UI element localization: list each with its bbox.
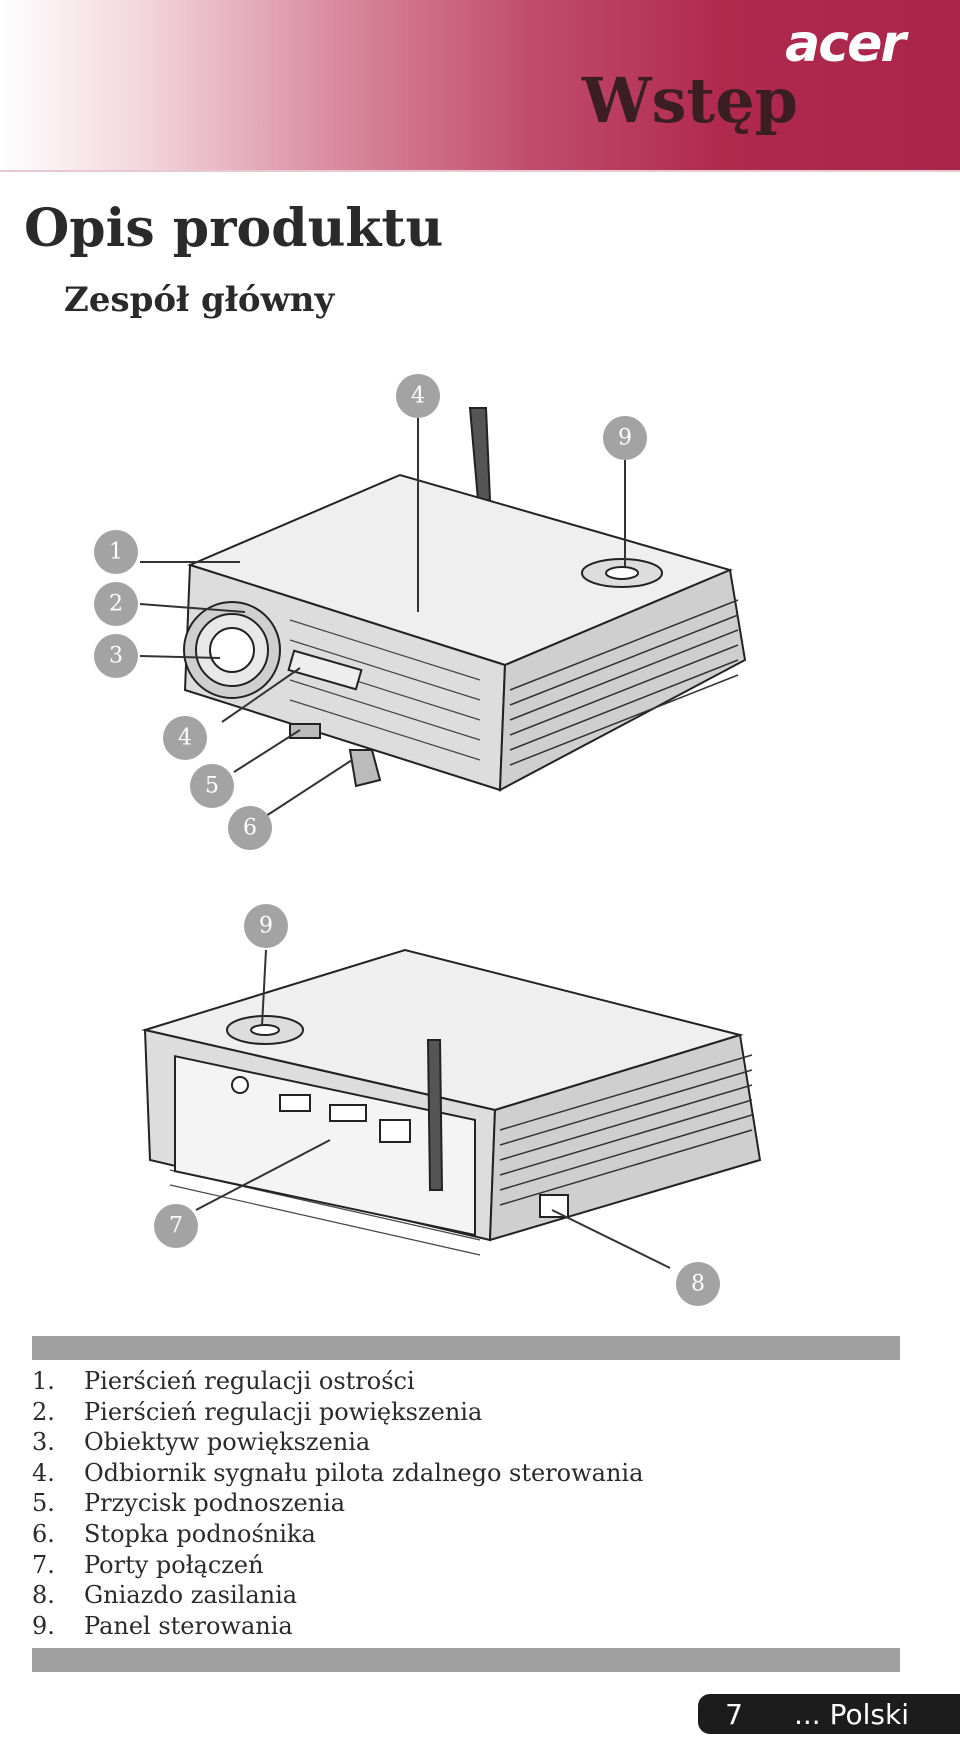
legend-item: 9.Panel sterowania — [32, 1611, 293, 1640]
svg-text:6: 6 — [243, 816, 257, 841]
svg-text:4: 4 — [178, 726, 192, 751]
power-socket — [539, 1194, 569, 1218]
projector-front-view — [183, 407, 747, 792]
callout-6: 6 — [228, 806, 272, 850]
ir-receiver — [287, 649, 363, 691]
svg-text:5: 5 — [205, 774, 219, 799]
parts-legend: 1.Pierścień regulacji ostrości 2.Pierści… — [32, 1366, 643, 1641]
elevator-foot — [348, 749, 382, 788]
svg-text:1: 1 — [109, 540, 123, 565]
elevator-button — [289, 723, 321, 739]
callout-1: 1 — [94, 530, 138, 574]
svg-text:7: 7 — [169, 1214, 183, 1239]
legend-item: 4.Odbiornik sygnału pilota zdalnego ster… — [32, 1458, 644, 1487]
language-label: ... Polski — [794, 1697, 909, 1731]
page-number: 7 — [725, 1697, 743, 1731]
antenna-rear — [426, 1039, 444, 1191]
callout-9-top: 9 — [603, 416, 647, 460]
zoom-lens — [209, 627, 255, 673]
header-divider — [0, 170, 960, 172]
callout-4-front: 4 — [163, 716, 207, 760]
legend-item: 3.Obiektyw powiększenia — [32, 1428, 371, 1457]
callout-5: 5 — [190, 764, 234, 808]
callout-4-top: 4 — [396, 374, 440, 418]
legend-item: 8.Gniazdo zasilania — [32, 1581, 298, 1610]
svg-text:2: 2 — [109, 592, 123, 617]
connection-ports-panel — [174, 1054, 476, 1237]
antenna-top — [468, 407, 492, 501]
callout-2: 2 — [94, 582, 138, 626]
legend-top-bar — [32, 1336, 900, 1360]
header-banner — [0, 0, 960, 170]
page-subtitle: Zespół główny — [64, 280, 335, 320]
projector-rear-view — [141, 948, 762, 1256]
callout-7: 7 — [154, 1204, 198, 1248]
svg-text:8: 8 — [691, 1272, 705, 1297]
acer-logo: acer — [785, 14, 906, 74]
page-title: Opis produktu — [24, 198, 444, 259]
section-title: Wstęp — [582, 64, 798, 137]
legend-item: 7.Porty połączeń — [32, 1550, 264, 1579]
leader-lines — [139, 414, 671, 1269]
svg-text:9: 9 — [259, 914, 273, 939]
callout-9-rear: 9 — [244, 904, 288, 948]
legend-item: 1.Pierścień regulacji ostrości — [32, 1367, 415, 1395]
page-footer: 7 ... Polski — [698, 1694, 960, 1734]
legend-item: 6.Stopka podnośnika — [32, 1519, 316, 1548]
legend-bottom-bar — [32, 1648, 900, 1672]
legend-item: 2.Pierścień regulacji powiększenia — [32, 1397, 483, 1426]
callout-8: 8 — [676, 1262, 720, 1306]
svg-text:3: 3 — [109, 644, 123, 669]
svg-text:9: 9 — [618, 426, 632, 451]
projector-diagram: 4 9 1 2 3 4 5 6 9 7 8 — [94, 374, 762, 1306]
callout-3: 3 — [94, 634, 138, 678]
legend-item: 5.Przycisk podnoszenia — [32, 1489, 346, 1518]
svg-text:4: 4 — [411, 384, 425, 409]
